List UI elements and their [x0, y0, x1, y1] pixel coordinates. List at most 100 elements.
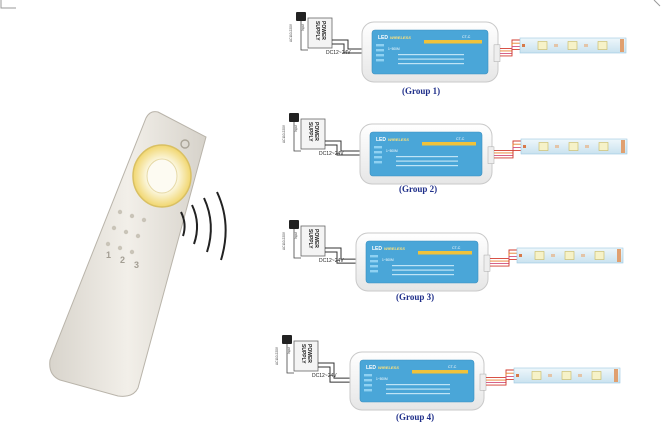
controller-brand: LED	[366, 365, 376, 371]
ac-voltage-label: AC110-220V	[289, 23, 293, 42]
controller-vent	[376, 54, 384, 57]
remote-key-dot[interactable]	[135, 233, 141, 239]
controller-text-line	[398, 54, 464, 56]
dc-voltage-label: DC12~24V	[319, 258, 344, 264]
controller-vent	[374, 146, 382, 149]
remote-button-3[interactable]: 3	[134, 260, 139, 270]
group-label-1: (Group 1)	[402, 86, 441, 96]
controller-vent	[364, 374, 372, 377]
led-chip	[537, 41, 548, 50]
strip-connector	[621, 140, 625, 153]
strip-connector	[617, 249, 621, 262]
controller-vent	[370, 265, 378, 268]
controller-vent	[370, 255, 378, 258]
controller-model: CT-C	[448, 365, 457, 369]
power-supply-label: POWER	[306, 344, 312, 363]
remote-key-dot[interactable]	[117, 245, 123, 251]
led-chip	[597, 41, 608, 50]
controller-brand-sub: WIRELESS	[388, 137, 409, 142]
input-label: Input	[294, 125, 298, 132]
remote-key-dot[interactable]	[141, 217, 147, 223]
remote-key-dot[interactable]	[117, 209, 123, 215]
plug-icon	[289, 220, 299, 229]
controller-text-line	[386, 384, 450, 386]
led-strip	[519, 37, 627, 54]
strip-connector	[614, 369, 618, 382]
led-strip	[520, 138, 628, 155]
controller-stripe	[412, 370, 468, 374]
power-supply-label-2: SUPPLY	[314, 21, 320, 41]
controller-text-line	[396, 160, 458, 162]
controller-text-line	[398, 58, 464, 60]
controller-vent	[364, 384, 372, 387]
power-supply-label: POWER	[320, 21, 326, 40]
controller-range: 1~500M	[376, 377, 388, 381]
led-chip	[591, 371, 602, 380]
remote-key-dot[interactable]	[129, 213, 135, 219]
input-label: Input	[301, 24, 305, 31]
controller-text-line	[398, 63, 464, 65]
dc-voltage-label: DC12~24V	[319, 151, 344, 157]
led-chip	[598, 142, 609, 151]
controller-model: CT-C	[462, 35, 471, 39]
controller-brand-sub: WIRELESS	[384, 246, 405, 251]
led-chip	[564, 251, 575, 260]
controller-brand-sub: WIRELESS	[390, 35, 411, 40]
controller-vent	[374, 151, 382, 154]
ac-voltage-label: AC110-220V	[275, 346, 279, 365]
remote-key-dot[interactable]	[111, 225, 117, 231]
remote-key-dot[interactable]	[123, 229, 129, 235]
remote-button-2[interactable]: 2	[120, 255, 125, 265]
controller-text-line	[386, 393, 450, 395]
controller-range: 1~500M	[386, 149, 398, 153]
controller-vent	[370, 260, 378, 263]
controller-stripe	[418, 251, 472, 255]
led-chip	[561, 371, 572, 380]
controller-stripe	[424, 40, 482, 44]
remote-button-1[interactable]: 1	[106, 250, 111, 260]
input-label: Input	[287, 347, 291, 354]
led-strip	[513, 367, 621, 384]
dc-voltage-label: DC12~24V	[326, 50, 351, 56]
controller-vent	[374, 161, 382, 164]
controller-brand: LED	[378, 35, 388, 41]
plug-icon	[282, 335, 292, 344]
remote-key-dot[interactable]	[129, 249, 135, 255]
controller-brand-sub: WIRELESS	[378, 365, 399, 370]
controller-vent	[370, 270, 378, 273]
controller-model: CT-C	[456, 137, 465, 141]
wireless-signal-icon	[180, 191, 227, 261]
controller-text-line	[396, 156, 458, 158]
controller-text-line	[392, 274, 454, 276]
plug-icon	[289, 113, 299, 122]
power-supply-label: POWER	[313, 122, 319, 141]
controller-vent	[374, 156, 382, 159]
remote-key-dot[interactable]	[105, 241, 111, 247]
controller-vent	[364, 379, 372, 382]
controller-brand: LED	[376, 137, 386, 143]
group-label-4: (Group 4)	[396, 412, 435, 422]
controller-vent	[364, 389, 372, 392]
led-chip	[538, 142, 549, 151]
controller-brand: LED	[372, 246, 382, 252]
controller-vent	[376, 59, 384, 62]
ac-voltage-label: AC110-220V	[282, 231, 286, 250]
led-chip	[568, 142, 579, 151]
power-icon	[180, 139, 190, 149]
led-chip	[567, 41, 578, 50]
controller-range: 1~500M	[388, 47, 400, 51]
corner-mark-right	[653, 0, 661, 7]
controller-text-line	[392, 269, 454, 271]
